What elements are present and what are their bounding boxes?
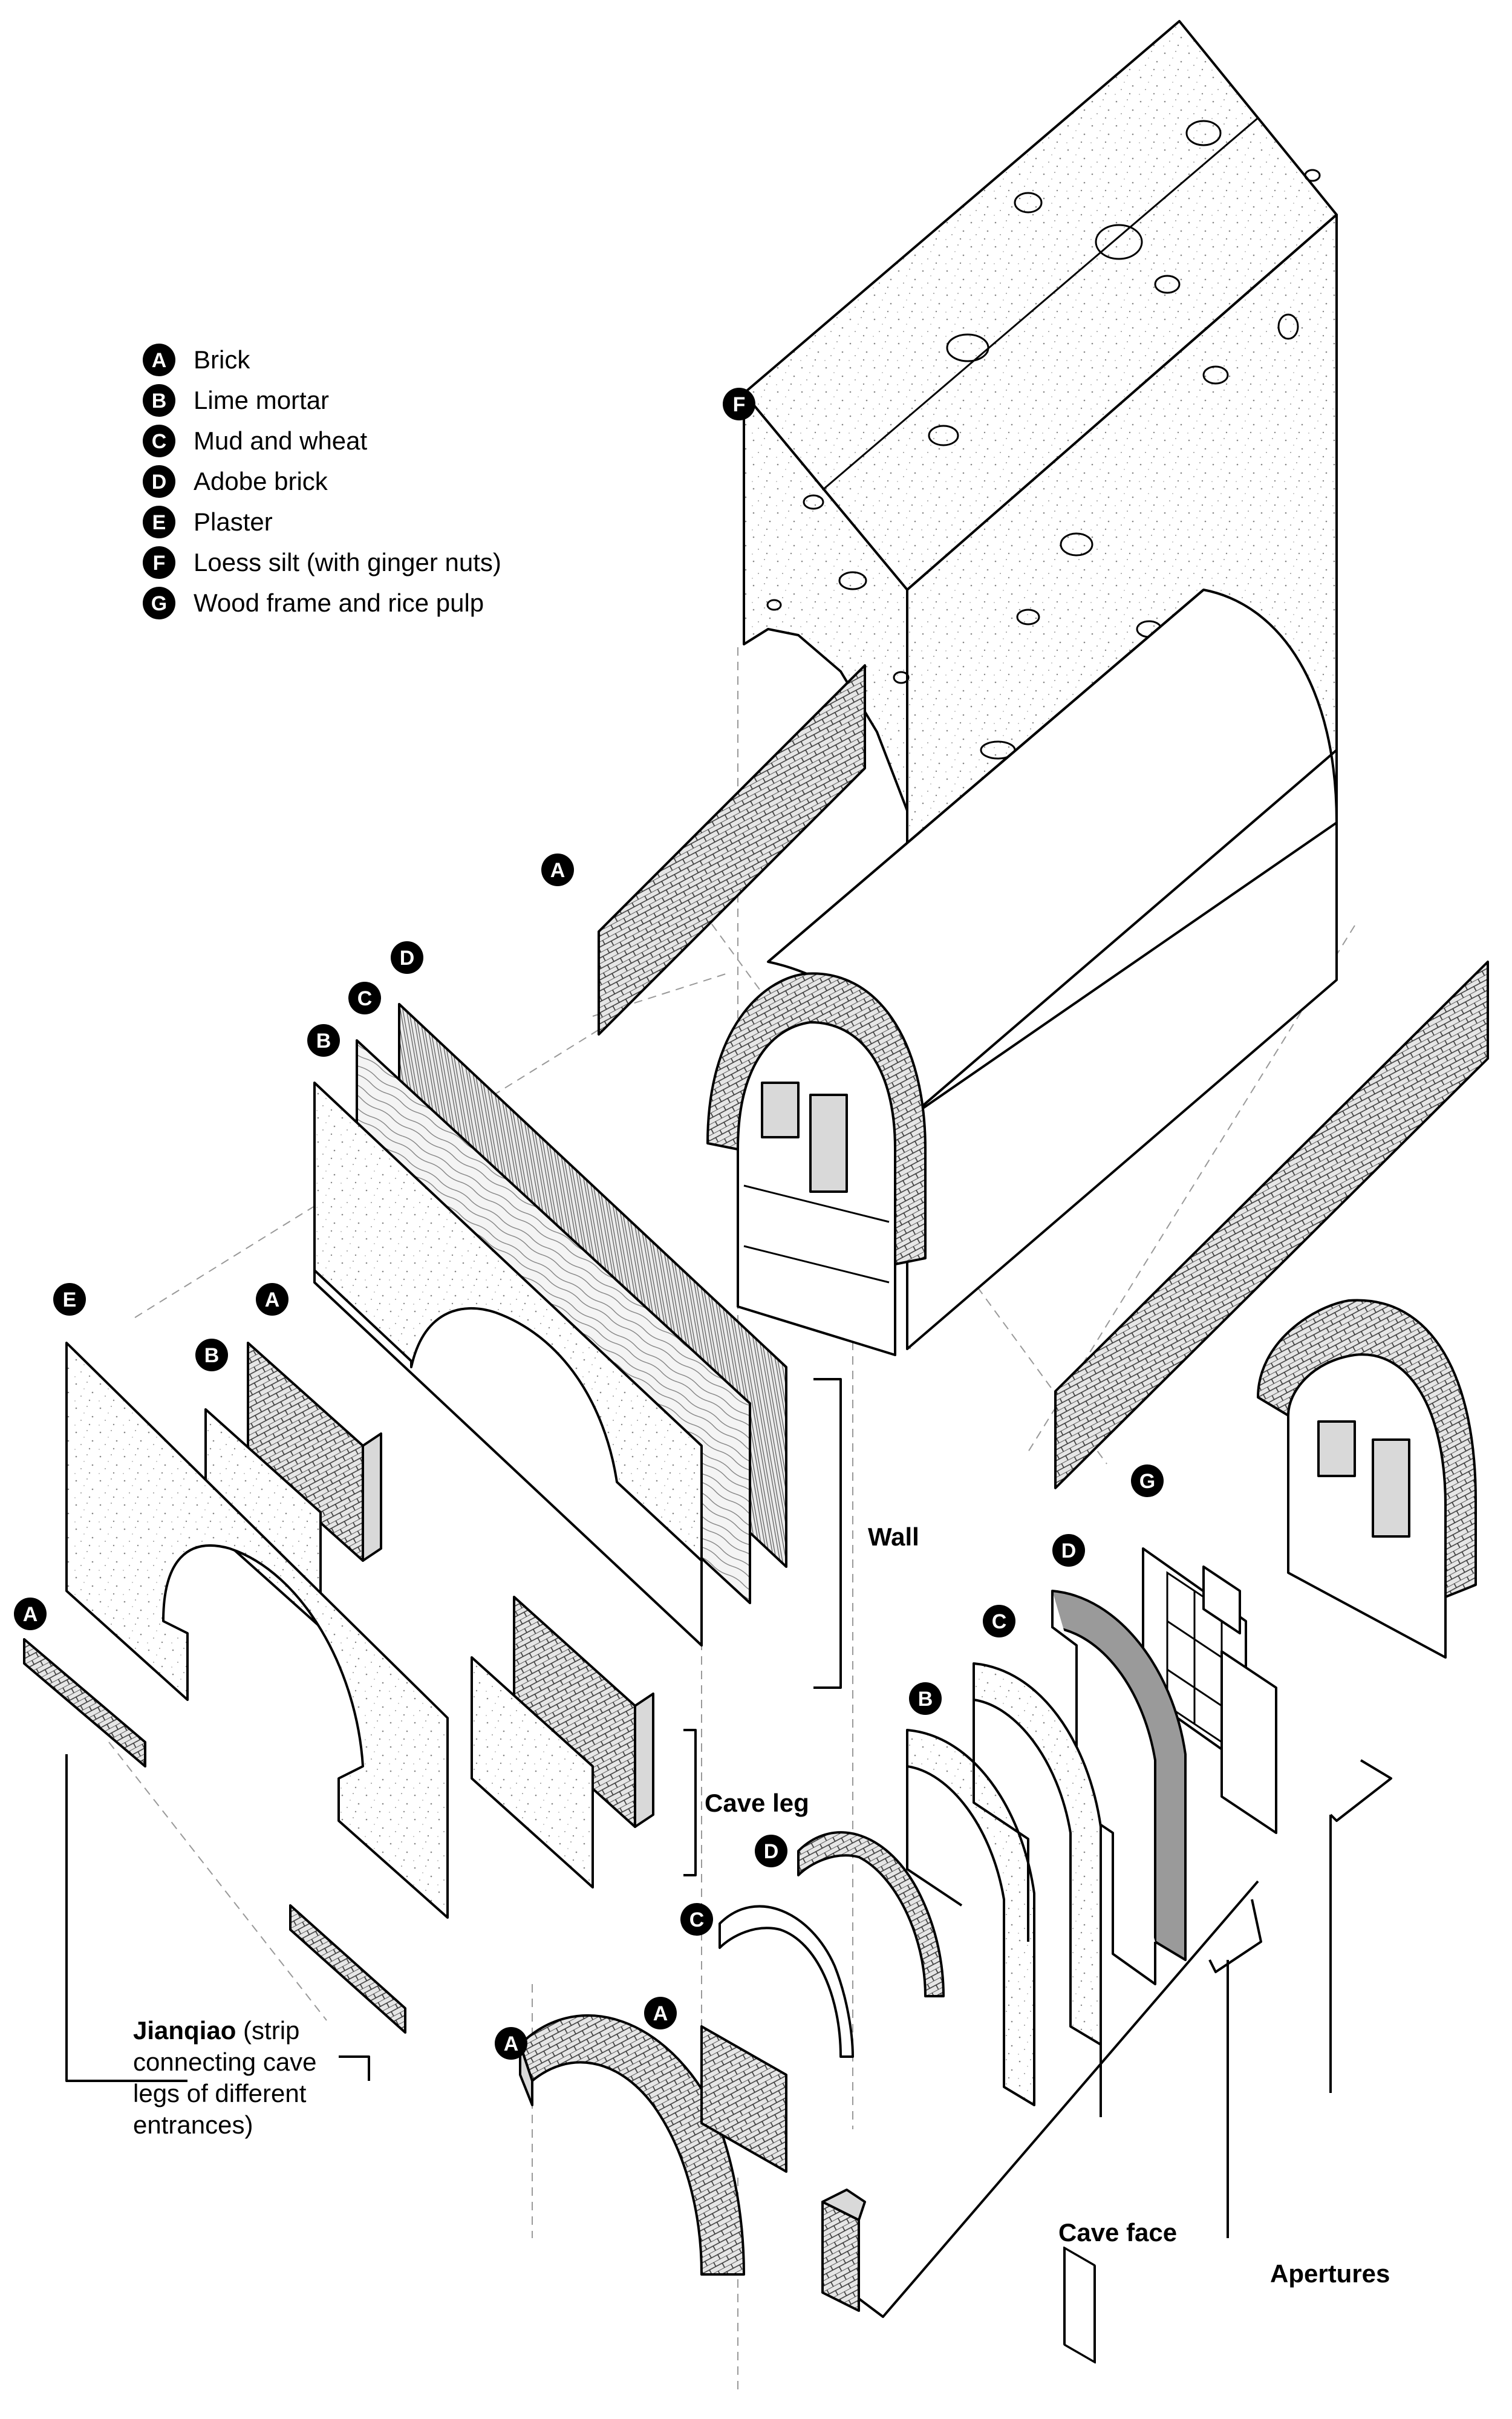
legend: A Brick B Lime mortar C Mud and wheat D … bbox=[143, 344, 501, 619]
marker-e-plaster: E bbox=[53, 1283, 86, 1316]
marker-b-wall: B bbox=[307, 1024, 340, 1057]
assembled-cave-front-right bbox=[1257, 1299, 1477, 1659]
svg-text:F: F bbox=[153, 552, 166, 575]
svg-text:Mud and wheat: Mud and wheat bbox=[194, 426, 368, 455]
svg-text:Plaster: Plaster bbox=[194, 508, 273, 536]
svg-text:D: D bbox=[764, 1840, 779, 1863]
cave-leg-blocks bbox=[471, 1596, 654, 1889]
brackets bbox=[65, 1378, 1392, 2318]
marker-a-block: A bbox=[644, 1997, 677, 2029]
marker-c-arch: C bbox=[680, 1903, 713, 1936]
jianqiao-label: Jianqiao (strip connecting cave legs of … bbox=[133, 2016, 317, 2139]
svg-text:Lime mortar: Lime mortar bbox=[194, 386, 329, 414]
marker-a-arch: A bbox=[495, 2027, 527, 2060]
jianqiao-label-line2: connecting cave bbox=[133, 2048, 317, 2076]
svg-text:A: A bbox=[23, 1603, 38, 1626]
marker-g-window: G bbox=[1131, 1464, 1164, 1497]
svg-text:G: G bbox=[151, 592, 167, 615]
cave-face-frames bbox=[906, 1590, 1187, 2364]
svg-text:C: C bbox=[689, 1908, 705, 1931]
svg-text:B: B bbox=[918, 1688, 933, 1711]
brick-strip-rear bbox=[598, 664, 866, 1036]
svg-text:Loess silt (with ginger nuts): Loess silt (with ginger nuts) bbox=[194, 548, 501, 576]
legend-item-f: F Loess silt (with ginger nuts) bbox=[143, 546, 501, 579]
marker-b-face: B bbox=[909, 1682, 942, 1715]
jianqiao-strip-left bbox=[23, 1638, 146, 1768]
cave-face-label: Cave face bbox=[1058, 2218, 1177, 2247]
cave-leg-label: Cave leg bbox=[705, 1789, 809, 1817]
marker-f-loess: F bbox=[723, 388, 755, 420]
svg-text:Wood frame and rice pulp: Wood frame and rice pulp bbox=[194, 589, 484, 617]
svg-text:F: F bbox=[733, 393, 746, 416]
legend-item-a: A Brick bbox=[143, 344, 250, 376]
svg-text:C: C bbox=[152, 430, 167, 453]
legend-item-b: B Lime mortar bbox=[143, 384, 329, 417]
ginger-nuts bbox=[766, 120, 1321, 760]
cave-face-arches bbox=[519, 1831, 945, 2312]
legend-item-c: C Mud and wheat bbox=[143, 425, 368, 457]
marker-d-arch: D bbox=[755, 1835, 787, 1867]
svg-text:D: D bbox=[152, 471, 167, 494]
jianqiao-label-line3: legs of different bbox=[133, 2079, 307, 2107]
svg-text:D: D bbox=[400, 947, 415, 970]
marker-d-face: D bbox=[1052, 1534, 1085, 1567]
brick-strip-right bbox=[1054, 961, 1489, 1489]
svg-text:Brick: Brick bbox=[194, 345, 250, 374]
marker-a-jianqiao: A bbox=[14, 1598, 47, 1630]
marker-c-wall: C bbox=[348, 982, 381, 1014]
svg-text:G: G bbox=[1139, 1470, 1155, 1493]
wall-label: Wall bbox=[868, 1523, 919, 1551]
svg-text:C: C bbox=[357, 987, 373, 1010]
jianqiao-label-line4: entrances) bbox=[133, 2111, 253, 2139]
svg-text:B: B bbox=[204, 1344, 220, 1367]
component-markers: F A D C B E A B A G D C B D C A A bbox=[14, 388, 1164, 2060]
jianqiao-label-rest: (strip bbox=[236, 2016, 299, 2045]
svg-text:E: E bbox=[63, 1288, 77, 1311]
svg-text:B: B bbox=[152, 390, 167, 413]
legend-item-e: E Plaster bbox=[143, 506, 273, 538]
apertures-label: Apertures bbox=[1270, 2259, 1390, 2288]
legend-item-d: D Adobe brick bbox=[143, 465, 328, 498]
svg-text:E: E bbox=[152, 511, 166, 534]
svg-text:Jianqiao (strip: Jianqiao (strip bbox=[133, 2016, 299, 2045]
barrel-vault bbox=[767, 589, 1338, 1350]
svg-text:Adobe brick: Adobe brick bbox=[194, 467, 328, 495]
marker-a-pier: A bbox=[256, 1283, 288, 1316]
jianqiao-label-bold: Jianqiao bbox=[133, 2016, 236, 2045]
svg-text:A: A bbox=[152, 349, 167, 372]
svg-text:B: B bbox=[316, 1030, 331, 1053]
legend-item-g: G Wood frame and rice pulp bbox=[143, 587, 484, 619]
svg-text:A: A bbox=[653, 2002, 668, 2025]
wall-layers bbox=[313, 1003, 787, 1647]
svg-text:A: A bbox=[550, 859, 565, 882]
marker-b-pier: B bbox=[195, 1339, 228, 1371]
svg-text:C: C bbox=[992, 1610, 1007, 1633]
jianqiao-strip-right bbox=[289, 1904, 406, 2034]
marker-c-face: C bbox=[983, 1605, 1015, 1637]
marker-a-top-strip: A bbox=[541, 854, 574, 886]
marker-d-wall: D bbox=[391, 941, 423, 974]
svg-text:A: A bbox=[504, 2032, 519, 2055]
plaster-sheet bbox=[65, 1342, 449, 1919]
assembled-cave-front-top bbox=[706, 972, 927, 1356]
svg-text:D: D bbox=[1061, 1539, 1077, 1562]
svg-text:A: A bbox=[265, 1288, 280, 1311]
